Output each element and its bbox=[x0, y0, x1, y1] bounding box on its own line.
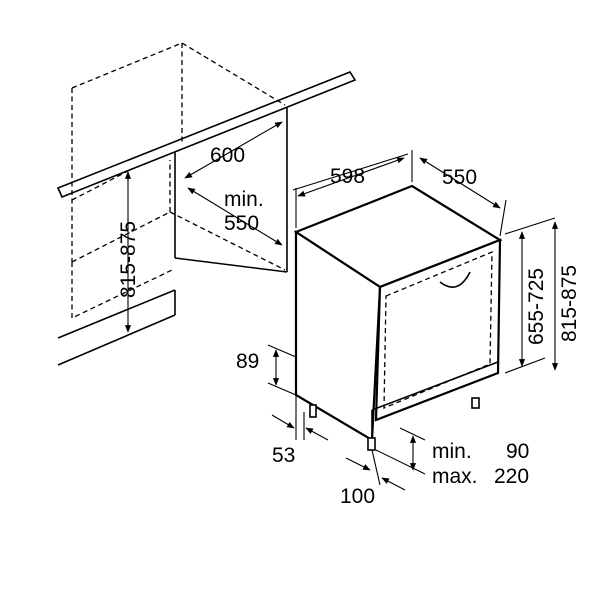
dim-appliance-width: 598 bbox=[292, 150, 413, 228]
label-plinth-height: 89 bbox=[236, 350, 259, 373]
dim-min-depth: min. 550 bbox=[187, 187, 283, 246]
dim-niche-height: 815-875 bbox=[117, 171, 140, 333]
label-plinth-max-value: 220 bbox=[494, 465, 529, 488]
label-min-depth-prefix: min. bbox=[224, 188, 264, 211]
dim-foot-offset: 53 bbox=[271, 366, 329, 467]
label-plinth-max-prefix: max. bbox=[432, 465, 478, 488]
label-plinth-min-prefix: min. bbox=[432, 440, 472, 463]
dim-plinth-range: min. 90 max. 220 bbox=[375, 427, 529, 488]
label-min-depth-value: 550 bbox=[224, 212, 259, 235]
label-niche-height: 815-875 bbox=[117, 221, 140, 298]
label-plinth-min-value: 90 bbox=[506, 440, 529, 463]
dim-foot-spacing: 100 bbox=[340, 449, 406, 508]
label-appliance-width: 598 bbox=[330, 165, 365, 188]
dim-appliance-depth: 550 bbox=[419, 157, 507, 237]
dim-plinth-height: 89 bbox=[236, 344, 297, 396]
dishwasher-body bbox=[293, 184, 503, 451]
dim-niche-depth: 600 bbox=[184, 121, 283, 179]
label-niche-depth: 600 bbox=[210, 144, 245, 167]
worktop bbox=[56, 71, 357, 366]
label-foot-spacing: 100 bbox=[340, 485, 375, 508]
dim-appliance-height-b: 815-875 bbox=[551, 221, 581, 371]
label-appliance-height-a: 655-725 bbox=[525, 268, 548, 345]
label-appliance-height-b: 815-875 bbox=[558, 265, 581, 342]
label-foot-offset: 53 bbox=[272, 444, 295, 467]
dim-appliance-height-a: 655-725 bbox=[504, 217, 556, 374]
label-appliance-depth: 550 bbox=[442, 166, 477, 189]
